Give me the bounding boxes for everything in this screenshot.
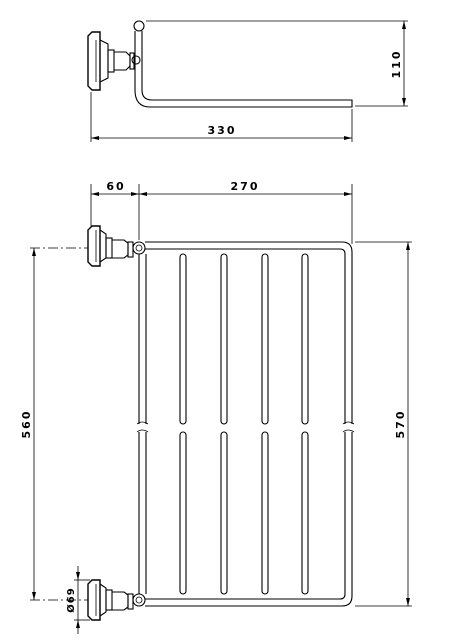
shelf-slat	[301, 253, 309, 595]
dimension-60-label: 60	[106, 180, 125, 193]
shelf-slat	[220, 253, 228, 595]
side-view-rail	[134, 89, 353, 108]
front-view: 60 270	[20, 180, 412, 634]
dimension-570: 570	[394, 242, 410, 606]
dimension-560: 560	[20, 248, 36, 600]
side-view-flange	[87, 31, 141, 91]
dimension-60: 60	[91, 180, 139, 196]
side-view-post	[133, 20, 145, 90]
dimension-330-label: 330	[208, 124, 237, 137]
dimension-diameter-69: Ø69	[65, 566, 90, 634]
side-view: 110 330	[87, 20, 408, 142]
dimension-560-label: 560	[20, 410, 33, 439]
dimension-570-label: 570	[394, 410, 407, 439]
dimension-diameter-69-label: Ø69	[65, 587, 77, 612]
dimension-110: 110	[390, 21, 406, 106]
shelf-frame	[136, 241, 355, 607]
front-view-flange-top	[87, 225, 146, 267]
shelf-slat	[261, 253, 269, 595]
dimension-330: 330	[91, 124, 352, 140]
dimension-270: 270	[139, 180, 352, 196]
shelf-slats	[179, 253, 309, 595]
dimension-270-label: 270	[231, 180, 260, 193]
front-view-flange-bottom	[87, 579, 146, 621]
dimension-110-label: 110	[390, 50, 403, 79]
shelf-slat	[179, 253, 187, 595]
